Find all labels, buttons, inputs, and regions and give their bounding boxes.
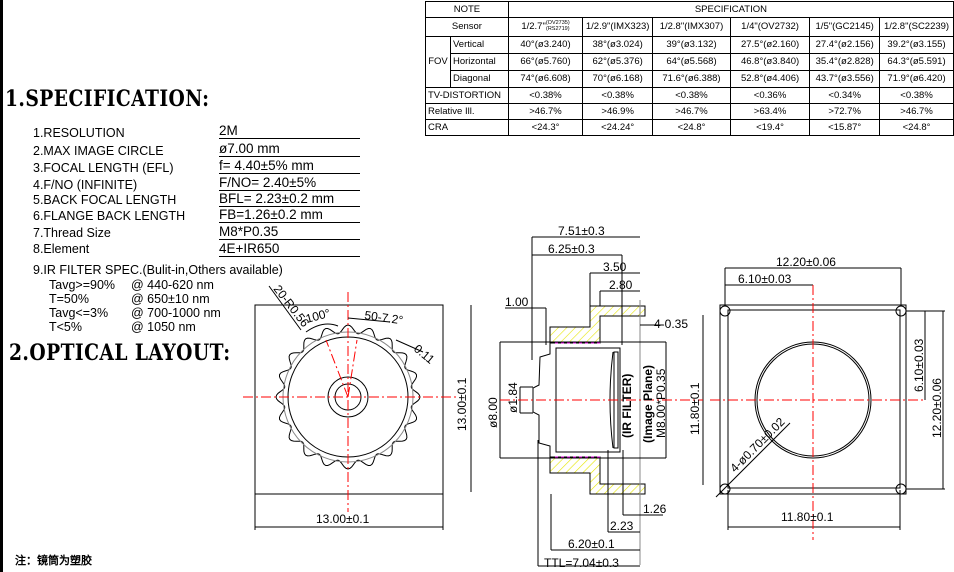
teeth-label: 50-7.2° (364, 308, 405, 327)
spec-label: 3.FOCAL LENGTH (EFL) (33, 161, 174, 175)
dim-label: 6.10±0.03 (738, 272, 792, 286)
sensor-sub: (RS2719) (545, 26, 570, 33)
spec-value: f= 4.40±5% mm (219, 159, 360, 174)
ttl-label: TTL=7.04±0.3 (544, 556, 619, 570)
image-plane-label: (Image Plane) (641, 365, 655, 443)
dim-label: ø1.84 (506, 382, 520, 413)
cell: <24.3° (507, 119, 584, 136)
mounting-hole (895, 305, 907, 317)
back-view (715, 267, 945, 530)
cell: >46.7% (879, 103, 954, 120)
spec-label: 7.Thread Size (33, 226, 111, 240)
spec-value: ø7.00 mm (219, 142, 360, 157)
back-view-labels: 12.20±0.06 6.10±0.03 11.80±0.1 6.10±0.03… (727, 255, 944, 524)
spec-value: F/NO= 2.40±5% (219, 176, 360, 191)
ir-range: @ 1050 nm (131, 320, 196, 334)
specification-title: 1.SPECIFICATION: (5, 86, 210, 112)
angle-label: 100° (304, 306, 332, 326)
spec-label: 8.Element (33, 242, 90, 256)
centerlines (243, 292, 458, 512)
material-note: 注：镜筒为塑胶 (15, 555, 92, 567)
side-view (499, 236, 704, 567)
width-dim: 13.00±0.1 (316, 512, 370, 526)
dim-label: 2.80 (609, 278, 633, 292)
height-dim: 13.00±0.1 (455, 377, 469, 431)
dim-label: 6.10±0.03 (912, 338, 926, 392)
thread-label: M8.00*P0.35 (654, 368, 668, 438)
back-inner (727, 309, 901, 489)
dim-label: ø8.00 (486, 397, 500, 428)
cell: <24.8° (652, 119, 731, 136)
mounting-hole (719, 483, 731, 495)
ir-range: @ 440-620 nm (131, 278, 214, 292)
ir-filter-label: (IR FILTER) (620, 374, 634, 438)
hole-leader (715, 422, 791, 498)
front-view-labels: 20-R0.56 100° 50-7.2° 0.11 13.00±0.1 13.… (271, 282, 469, 526)
cell: <24.8° (879, 119, 954, 136)
ir-cond: T=50% (49, 292, 89, 306)
holder-top (549, 305, 646, 344)
thickness-label: 0.11 (411, 342, 437, 367)
spec-value: M8*P0.35 (219, 225, 360, 240)
spec-value: BFL= 2.23±0.2 mm (219, 192, 360, 207)
side-view-labels: 7.51±0.3 6.25±0.3 3.50 2.80 1.00 4-0.35 … (486, 224, 702, 570)
spec-value: FB=1.26±0.2 mm (219, 208, 360, 223)
dim-label: 7.51±0.3 (558, 224, 605, 238)
sensor-cell: 1/2.7"(OV2735)(RS2719) (507, 17, 584, 37)
drawings: 20-R0.56 100° 50-7.2° 0.11 13.00±0.1 13.… (243, 224, 945, 570)
holder-bottom (549, 456, 646, 495)
front-outline (254, 304, 444, 495)
dim-label: 12.20±0.06 (776, 255, 836, 269)
dim-label: 12.20±0.06 (930, 378, 944, 438)
ir-range: @ 650±10 nm (131, 292, 210, 306)
sensor-cell: 1/2.8"(SC2239) (879, 17, 954, 37)
ir-range: @ 700-1000 nm (131, 306, 221, 320)
front-view (243, 285, 472, 530)
mounting-hole (895, 483, 907, 495)
sensor-sub: (OV2735) (545, 20, 570, 27)
dim-label: 11.80±0.1 (781, 510, 834, 524)
cell: <0.38% (507, 87, 584, 104)
cell: <24.24° (582, 119, 654, 136)
back-centerlines (710, 285, 925, 540)
ir-filter-title: 9.IR FILTER SPEC.(Bulit-in,Others availa… (33, 263, 283, 277)
spec-value: 4E+IR650 (219, 242, 360, 257)
dim-label: 11.80±0.1 (688, 382, 702, 435)
spec-label: 5.BACK FOCAL LENGTH (33, 193, 177, 207)
spec-value: 2M (219, 124, 360, 139)
optical-layout-title: 2.OPTICAL LAYOUT: (9, 340, 231, 366)
spec-label: 4.F/NO (INFINITE) (33, 178, 138, 192)
dim-label: 4-0.35 (654, 317, 688, 331)
spec-label: 1.RESOLUTION (33, 126, 125, 140)
fov-label: FOV (425, 36, 451, 88)
cell: <19.4° (729, 119, 811, 136)
ir-cond: Tavg<=3% (49, 306, 109, 320)
spec-label: 2.MAX IMAGE CIRCLE (33, 144, 164, 158)
dim-label: 6.25±0.3 (548, 242, 595, 256)
spec-label: 6.FLANGE BACK LENGTH (33, 209, 186, 223)
sensor-name: 1/2.7" (521, 21, 546, 32)
ir-cond: Tavg>=90% (49, 278, 116, 292)
dim-label: 3.50 (603, 260, 627, 274)
ir-cond: T<5% (49, 320, 83, 334)
dim-label: 2.23 (610, 519, 634, 533)
dim-label: 6.20±0.1 (568, 537, 615, 551)
dim-label: 1.00 (505, 295, 529, 309)
dim-label: 1.26 (643, 502, 667, 516)
